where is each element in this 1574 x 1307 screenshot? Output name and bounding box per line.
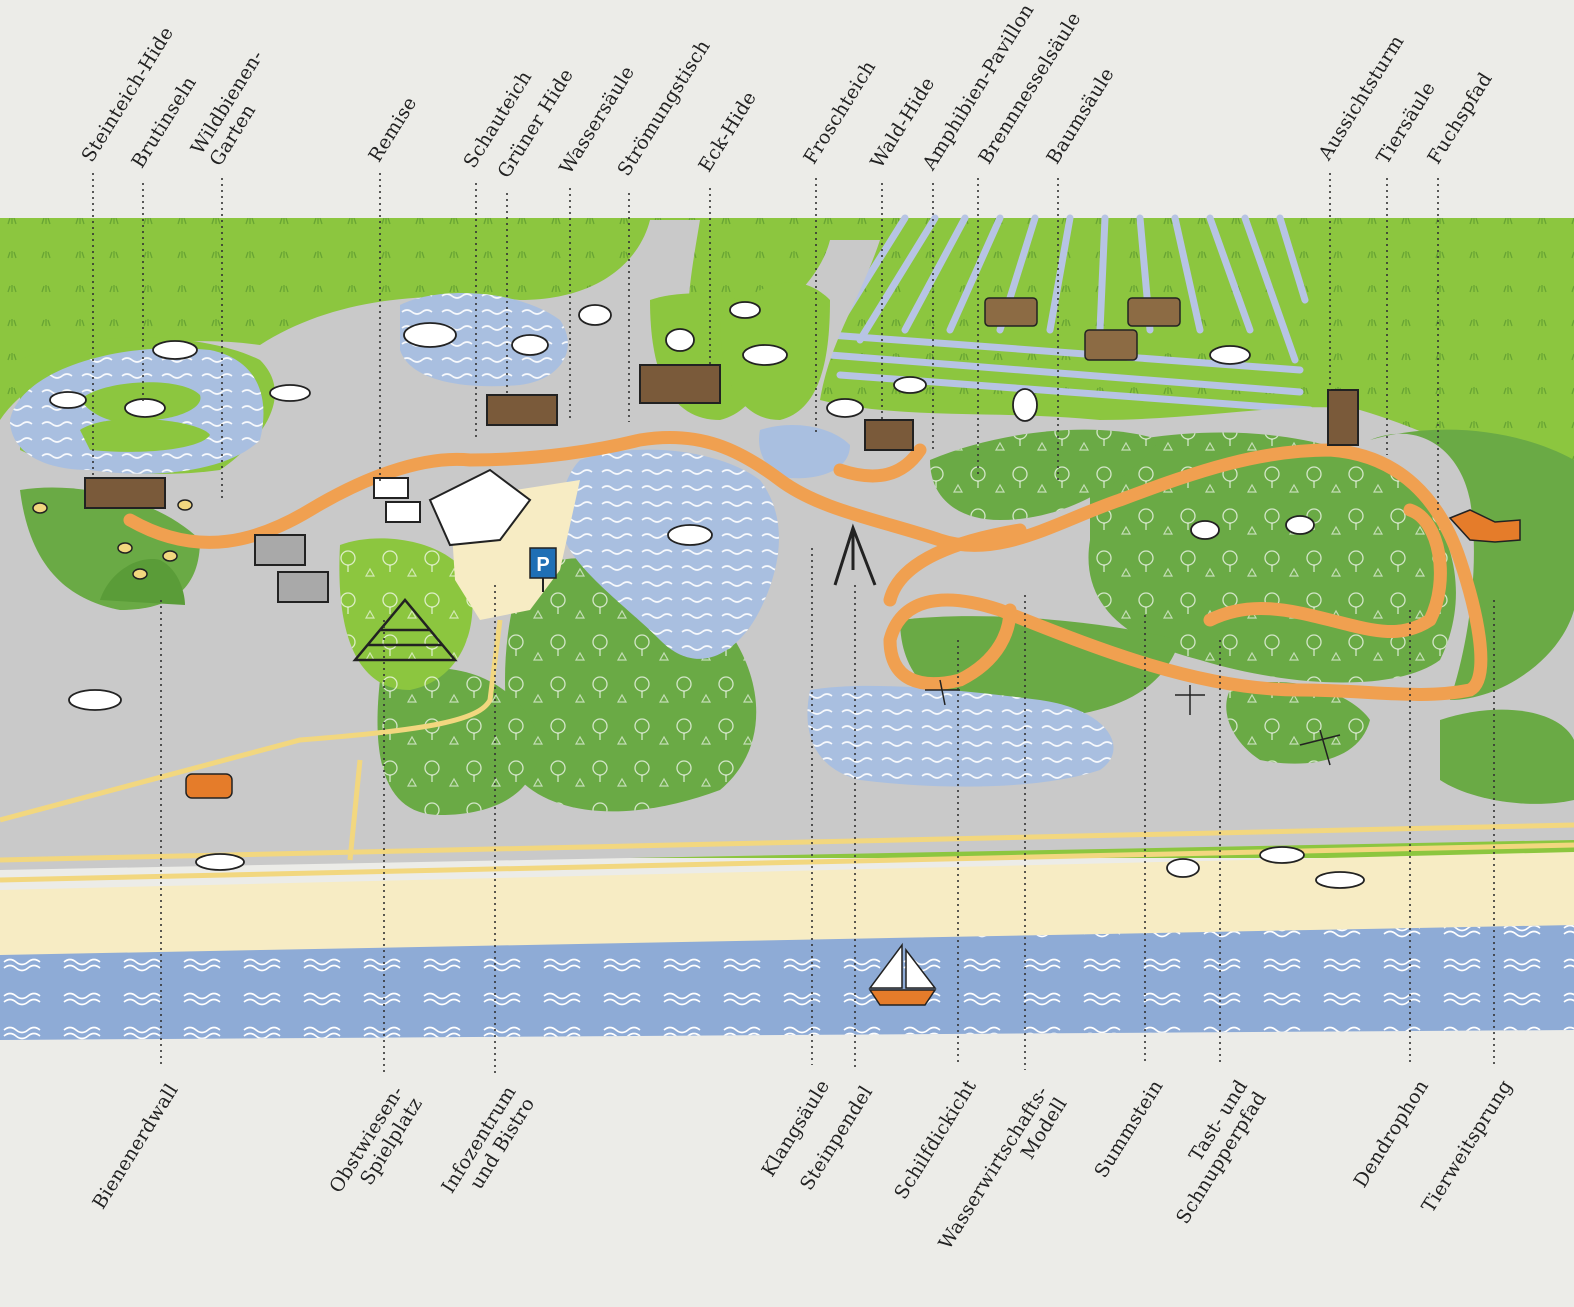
cow-icon bbox=[1127, 297, 1181, 327]
bird-icon bbox=[893, 376, 927, 394]
bird-icon bbox=[1209, 345, 1251, 365]
bird-icon bbox=[68, 689, 122, 711]
cow-icon bbox=[1084, 329, 1138, 361]
hut-icon bbox=[864, 419, 914, 451]
fox-icon bbox=[1448, 509, 1521, 543]
insects bbox=[32, 499, 1341, 766]
dragonfly-icon bbox=[925, 679, 960, 706]
bird-icon bbox=[124, 398, 166, 418]
bird-icon bbox=[1012, 388, 1038, 422]
bird-icon bbox=[1166, 858, 1200, 878]
roads bbox=[0, 619, 1574, 883]
bird-icon bbox=[152, 340, 198, 360]
info-center-roof bbox=[428, 468, 532, 547]
bee-icon bbox=[117, 542, 133, 554]
heron-icon bbox=[403, 322, 457, 348]
bee-icon bbox=[177, 499, 193, 511]
bird-icon bbox=[1285, 515, 1315, 535]
hut-icon bbox=[486, 394, 558, 426]
hut-icon bbox=[84, 477, 166, 509]
bird-icon bbox=[1190, 520, 1220, 540]
bird-icon bbox=[826, 398, 864, 418]
climbing-pyramid bbox=[352, 598, 458, 662]
bird-icon bbox=[665, 328, 695, 352]
cow-icon bbox=[984, 297, 1038, 327]
buildings bbox=[84, 364, 1359, 603]
bottom-leader-lines bbox=[160, 548, 1495, 1075]
birds bbox=[49, 301, 1365, 889]
forest-southeast-2 bbox=[1440, 709, 1574, 804]
cows bbox=[984, 297, 1181, 361]
tower-icon bbox=[1327, 389, 1359, 446]
bee-icon bbox=[32, 502, 48, 514]
hill-bee bbox=[100, 559, 185, 605]
stone-pendulum bbox=[833, 523, 877, 586]
car-icon bbox=[185, 773, 233, 799]
parking-label: P bbox=[536, 554, 549, 576]
bird-icon bbox=[269, 384, 311, 402]
forest-far-east bbox=[1370, 429, 1574, 700]
bird-icon bbox=[578, 304, 612, 326]
hut-icon bbox=[639, 364, 721, 404]
bird-icon bbox=[49, 391, 87, 409]
bird-icon bbox=[729, 301, 761, 319]
bee-icon bbox=[162, 550, 178, 562]
dragonfly-icon bbox=[1175, 685, 1205, 715]
dragonfly-icon bbox=[1299, 729, 1341, 766]
bee-icon bbox=[132, 568, 148, 580]
bird-icon bbox=[195, 853, 245, 871]
boat-icon bbox=[868, 942, 937, 1006]
bird-icon bbox=[1315, 871, 1365, 889]
bird-icon bbox=[667, 524, 713, 546]
bird-icon bbox=[742, 344, 788, 366]
top-leader-lines bbox=[92, 173, 1439, 510]
bird-icon bbox=[1259, 846, 1305, 864]
footpath bbox=[123, 430, 1488, 701]
bird-icon bbox=[511, 334, 549, 356]
